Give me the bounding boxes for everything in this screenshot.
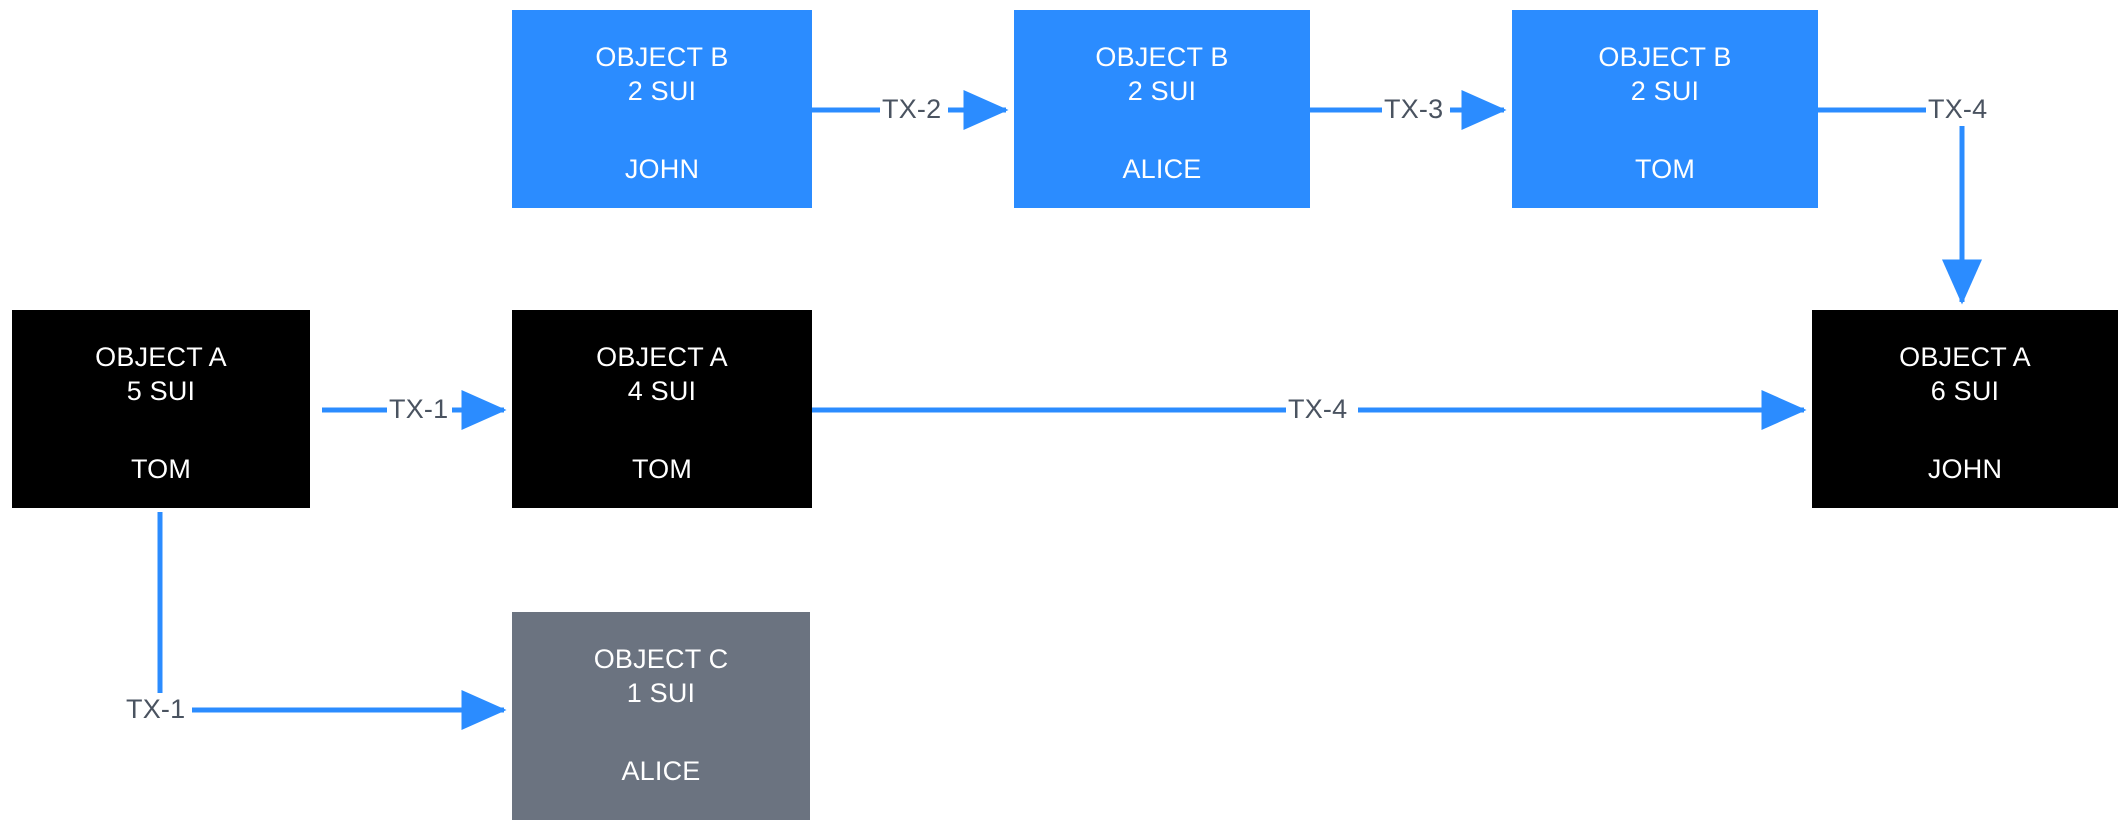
node-owner: ALICE (621, 756, 701, 786)
node-object-b-tom[interactable]: OBJECT B 2 SUI TOM (1512, 10, 1818, 208)
node-amount: 2 SUI (1127, 76, 1197, 106)
node-amount: 2 SUI (1630, 76, 1700, 106)
node-title: OBJECT A (596, 342, 728, 372)
node-owner: TOM (130, 454, 192, 484)
node-amount: 1 SUI (626, 678, 696, 708)
node-owner: ALICE (1122, 154, 1202, 184)
edge-label-tx-2: TX-2 (880, 94, 944, 124)
node-title: OBJECT B (1095, 42, 1229, 72)
node-object-c-alice[interactable]: OBJECT C 1 SUI ALICE (512, 612, 810, 820)
node-object-a-5sui-tom[interactable]: OBJECT A 5 SUI TOM (12, 310, 310, 508)
node-owner: JOHN (624, 154, 700, 184)
node-title: OBJECT A (1899, 342, 2031, 372)
node-amount: 5 SUI (126, 376, 196, 406)
node-amount: 4 SUI (627, 376, 697, 406)
node-amount: 2 SUI (627, 76, 697, 106)
node-title: OBJECT C (593, 644, 729, 674)
node-object-b-john[interactable]: OBJECT B 2 SUI JOHN (512, 10, 812, 208)
node-object-b-alice[interactable]: OBJECT B 2 SUI ALICE (1014, 10, 1310, 208)
edge-label-tx-3: TX-3 (1382, 94, 1446, 124)
edge-label-tx-4-top: TX-4 (1926, 94, 1990, 124)
node-title: OBJECT A (95, 342, 227, 372)
edge-label-tx-1-top: TX-1 (387, 394, 451, 424)
edge-label-tx-1-bottom: TX-1 (124, 694, 188, 724)
node-title: OBJECT B (595, 42, 729, 72)
node-amount: 6 SUI (1930, 376, 2000, 406)
edge-label-tx-4-mid: TX-4 (1286, 394, 1350, 424)
node-owner: TOM (1634, 154, 1696, 184)
node-owner: JOHN (1927, 454, 2003, 484)
node-object-a-6sui-john[interactable]: OBJECT A 6 SUI JOHN (1812, 310, 2118, 508)
node-title: OBJECT B (1598, 42, 1732, 72)
node-object-a-4sui-tom[interactable]: OBJECT A 4 SUI TOM (512, 310, 812, 508)
node-owner: TOM (631, 454, 693, 484)
